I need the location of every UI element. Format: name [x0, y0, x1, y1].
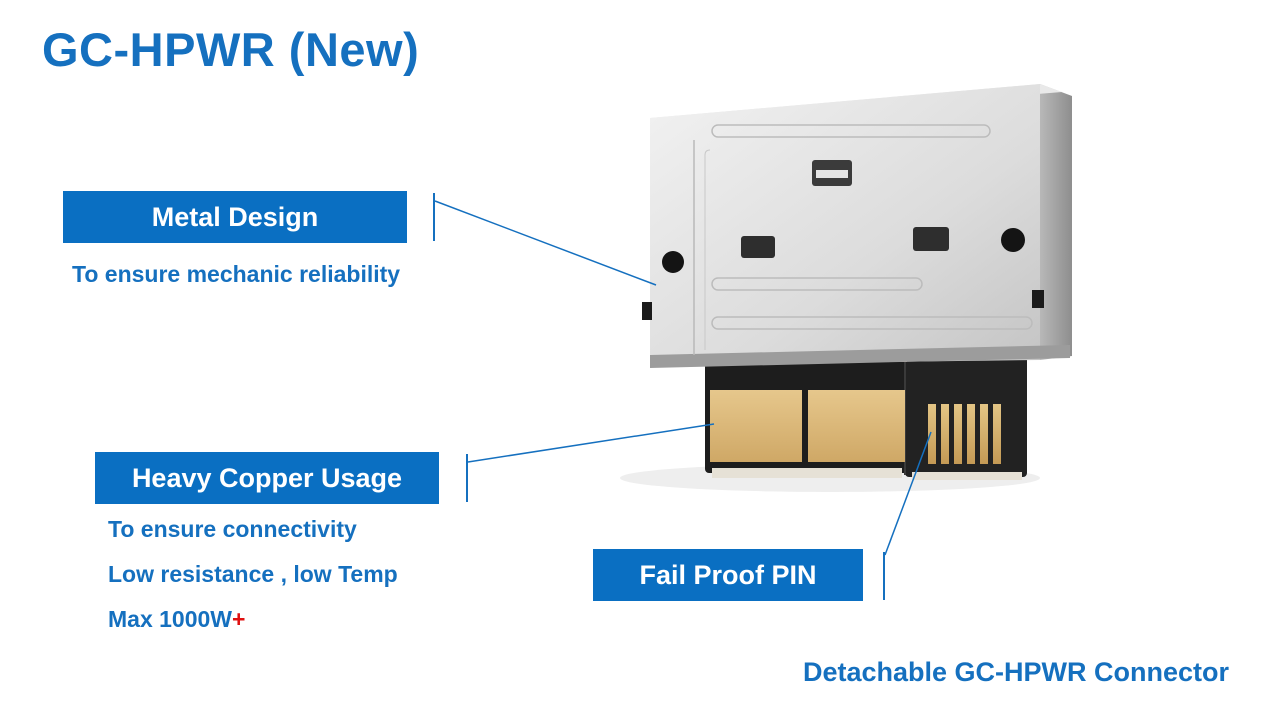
metal-design-bracket: [433, 193, 435, 241]
clip-left: [642, 302, 652, 320]
pcb-bottom-edge: [712, 468, 902, 478]
pin-4: [967, 404, 975, 464]
metal-front: [650, 84, 1040, 365]
gold-pad-left: [710, 390, 802, 462]
pin-5: [980, 404, 988, 464]
heavy-copper-bracket: [466, 454, 468, 502]
fail-proof-pin-bracket: [883, 552, 885, 600]
pcb-right: [905, 355, 1027, 477]
metal-design-desc: To ensure mechanic reliability: [72, 261, 401, 287]
heavy-copper-desc-2: Low resistance , low Temp: [108, 561, 398, 587]
metal-bottom-lip: [650, 345, 1070, 368]
hole-right: [1001, 228, 1025, 252]
slide-title: GC-HPWR (New): [42, 23, 420, 76]
max-power-text: Max 1000W: [108, 606, 233, 632]
connector-illustration: [620, 84, 1072, 492]
slot-right: [913, 227, 949, 251]
pin-6: [993, 404, 1001, 464]
heavy-copper-desc-1: To ensure connectivity: [108, 516, 357, 542]
slot-left: [741, 236, 775, 258]
heavy-copper-label: Heavy Copper Usage: [95, 452, 439, 504]
pin-1: [928, 404, 936, 464]
pin-2: [941, 404, 949, 464]
metal-design-label: Metal Design: [63, 191, 407, 243]
plus-mark: +: [232, 606, 246, 632]
gold-pad-right: [808, 390, 905, 462]
fail-proof-pin-label: Fail Proof PIN: [593, 549, 863, 601]
metal-side: [1040, 84, 1072, 360]
pcb-bottom-edge-right: [912, 472, 1022, 480]
hole-left: [662, 251, 684, 273]
pin-3: [954, 404, 962, 464]
clip-right: [1032, 290, 1044, 308]
caption: Detachable GC-HPWR Connector: [803, 657, 1230, 687]
heavy-copper-desc-3: Max 1000W+: [108, 606, 245, 633]
